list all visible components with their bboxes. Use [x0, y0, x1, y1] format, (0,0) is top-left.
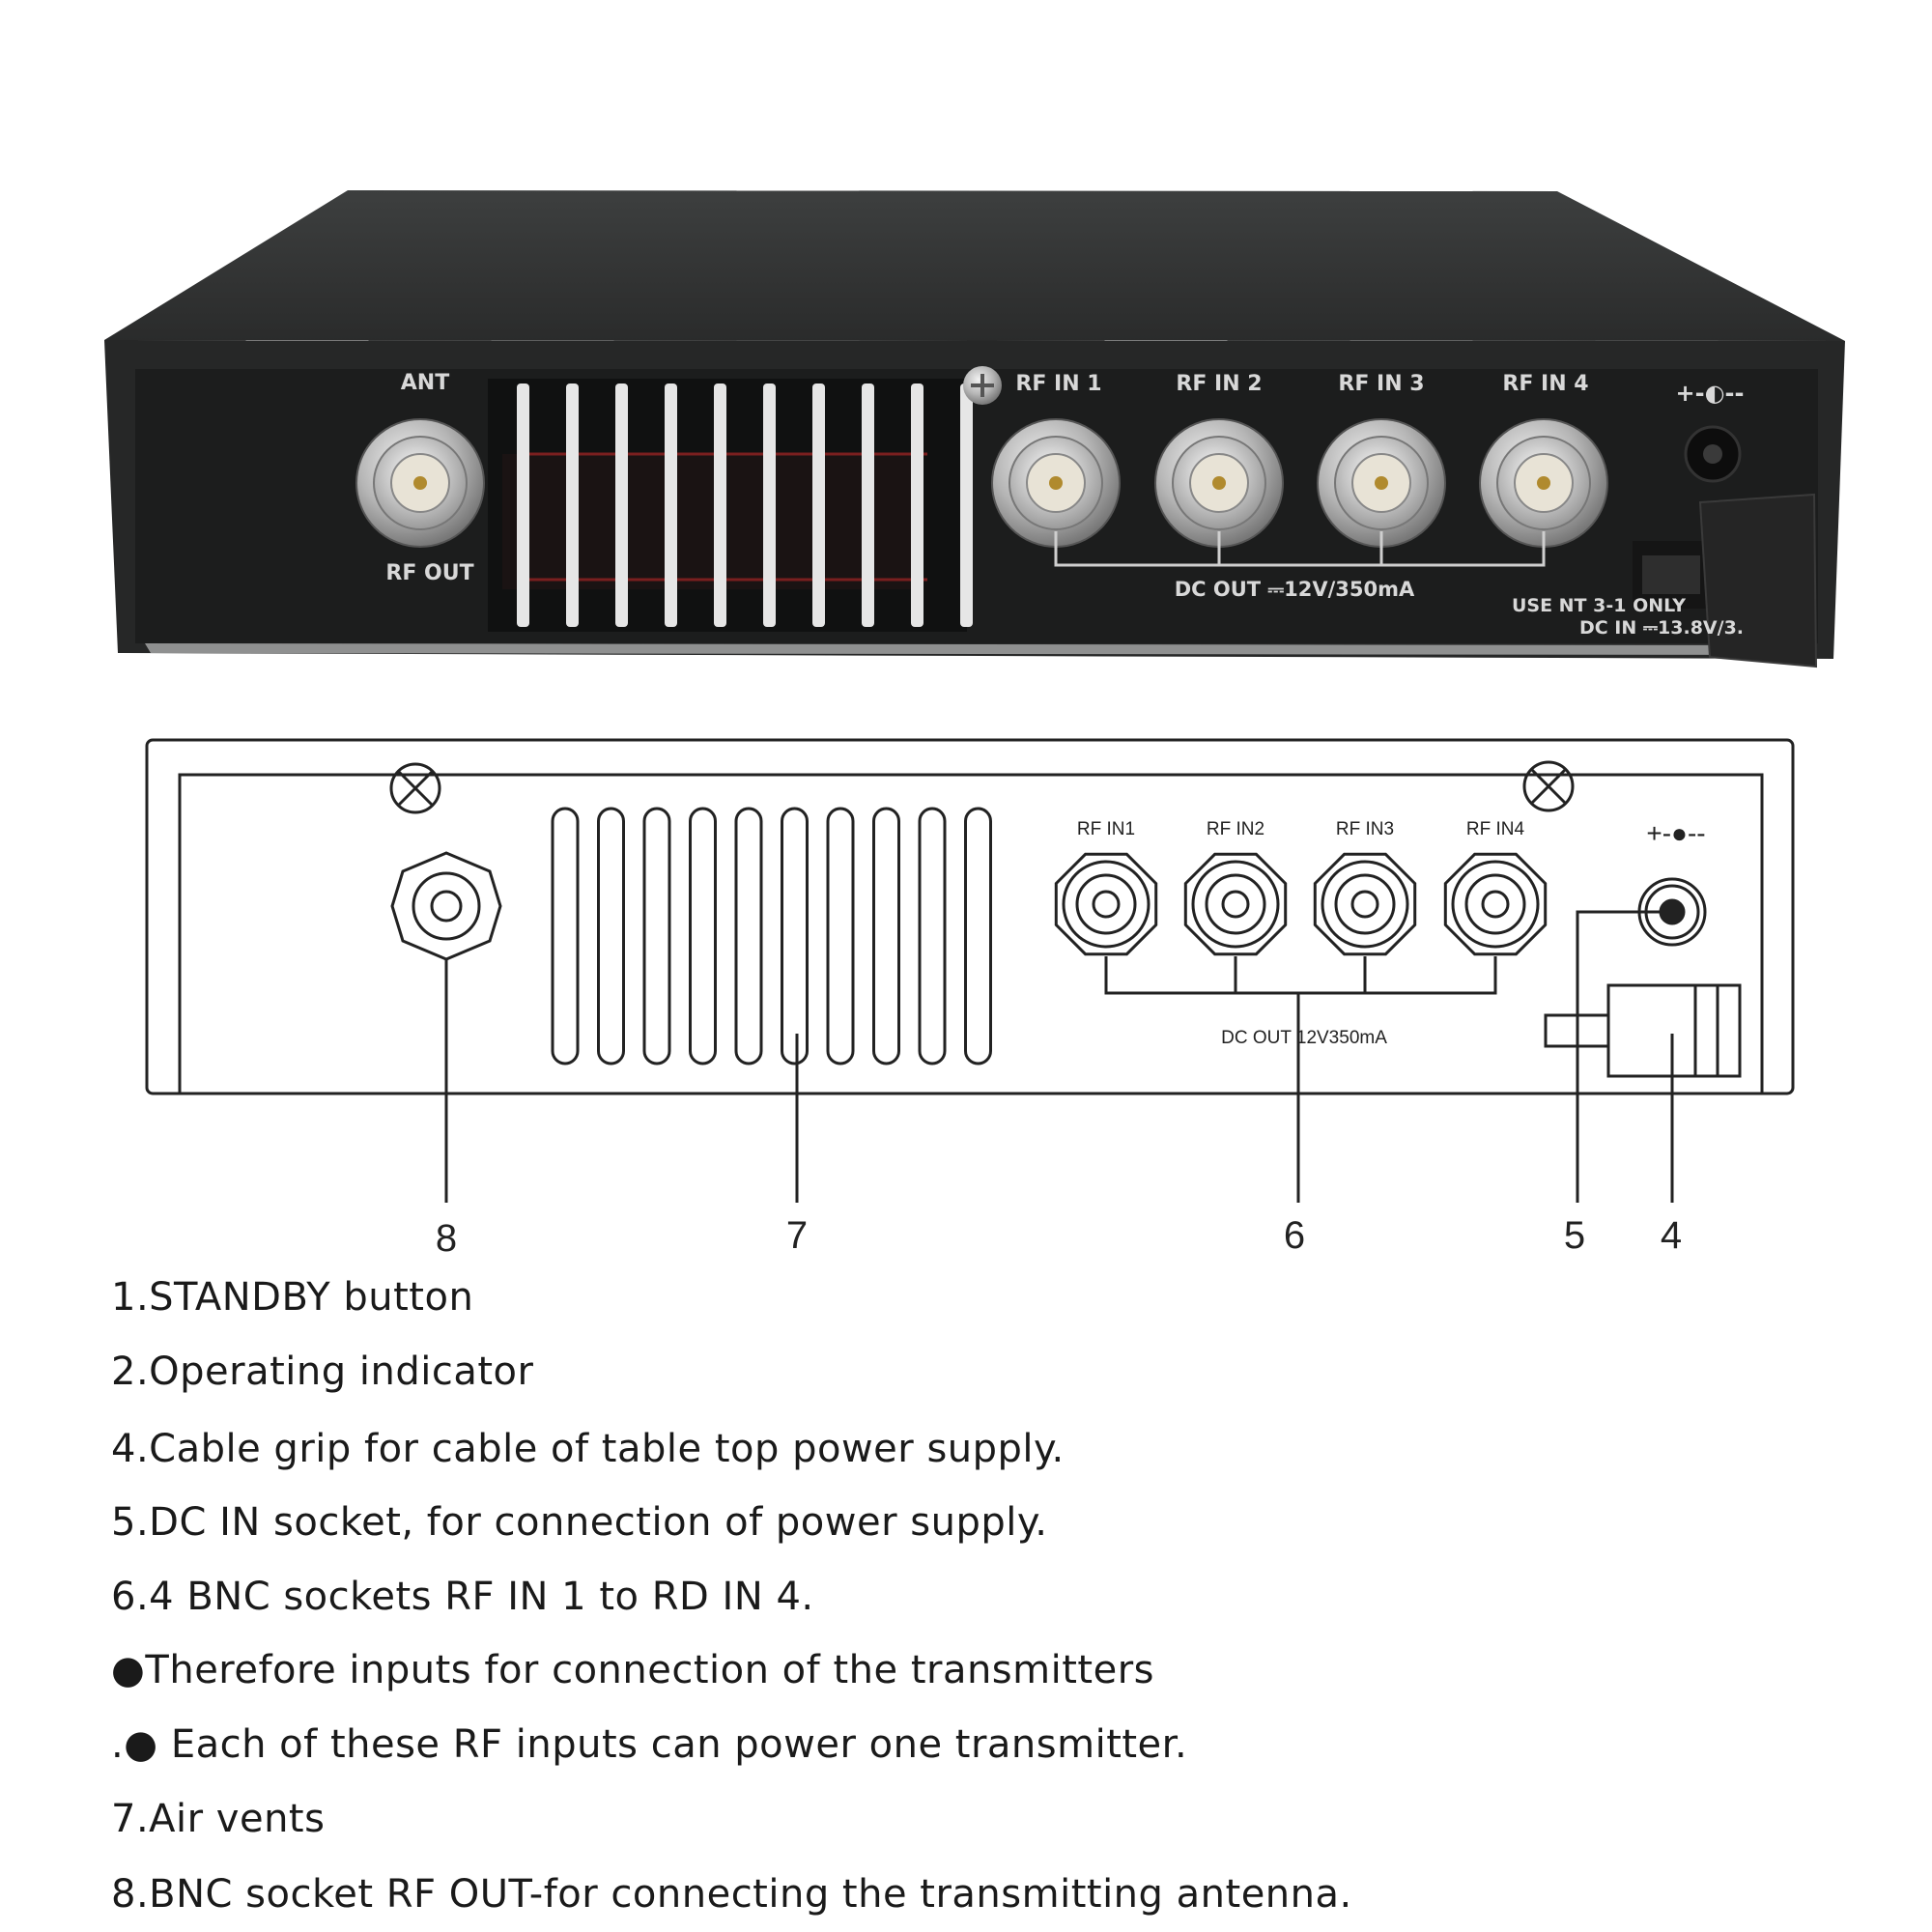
label-rf-in-4: RF IN 4 — [1502, 372, 1588, 396]
vent-slat — [763, 384, 776, 627]
drawing-rf-in-connector — [1313, 852, 1417, 958]
label-use-nt: USE NT 3-1 ONLY — [1512, 595, 1686, 616]
drawing-label-rf-in1: RF IN1 — [1077, 819, 1135, 839]
label-dc-in-photo: DC IN ⎓13.8V/3. — [1579, 617, 1744, 639]
drawing-vent-slot — [826, 807, 855, 1065]
vent-slat — [566, 384, 579, 627]
legend-item-5: 5.DC IN socket, for connection of power … — [111, 1500, 1048, 1545]
drawing-cable-grip — [1544, 983, 1742, 1078]
drawing-vent-slots — [551, 807, 992, 1065]
line-drawing — [145, 738, 1795, 1203]
legend-item-2: 2.Operating indicator — [111, 1350, 534, 1394]
label-rf-in-3: RF IN 3 — [1338, 372, 1424, 396]
legend-item-1: 1.STANDBY button — [111, 1275, 474, 1320]
callout-8: 8 — [436, 1217, 457, 1260]
drawing-label-rf-in4: RF IN4 — [1466, 819, 1525, 839]
bnc-connector-photo — [355, 418, 485, 548]
legend-item-6: 6.4 BNC sockets RF IN 1 to RD IN 4. — [111, 1575, 814, 1619]
cable-grip-photo — [1633, 493, 1818, 668]
vent-slat — [960, 384, 973, 627]
device-photo: ANT RF OUT RF IN 1 RF IN 2 RF IN 3 RF IN… — [104, 190, 1845, 668]
chassis-bottom-edge — [145, 643, 1799, 655]
drawing-screw-left — [389, 762, 441, 814]
vent-slat — [665, 384, 677, 627]
chassis-top — [104, 190, 1845, 341]
drawing-inner-panel — [178, 773, 1764, 1095]
vent-slat — [517, 384, 529, 627]
bnc-connector-photo — [991, 418, 1121, 548]
dc-out-bus-line — [1054, 531, 1546, 567]
bnc-connector-photo — [1154, 418, 1284, 548]
label-polarity-photo: +-◐-- — [1676, 380, 1745, 407]
callout-6: 6 — [1284, 1214, 1305, 1257]
label-rf-out: RF OUT — [385, 561, 473, 585]
vent-slat — [615, 384, 628, 627]
drawing-label-rf-in3: RF IN3 — [1336, 819, 1394, 839]
drawing-rf-out-connector — [390, 851, 502, 961]
drawing-vent-slot — [781, 807, 809, 1065]
drawing-label-dc-out: DC OUT 12V350mA — [1221, 1028, 1387, 1048]
drawing-label-polarity: +-●-- — [1646, 818, 1705, 848]
label-rf-in-2: RF IN 2 — [1176, 372, 1262, 396]
callout-7: 7 — [786, 1214, 808, 1257]
drawing-bnc-connectors — [1054, 852, 1548, 958]
dc-in-jack-photo — [1684, 425, 1742, 483]
drawing-vent-slot — [918, 807, 947, 1065]
vent-slat — [812, 384, 825, 627]
drawing-rf-in-connector — [1054, 852, 1158, 958]
drawing-dc-bus — [1104, 956, 1497, 995]
drawing-rf-in-connector — [1183, 852, 1288, 958]
vent-slat — [862, 384, 874, 627]
legend-item-4: 4.Cable grip for cable of table top powe… — [111, 1427, 1065, 1471]
drawing-vent-slot — [642, 807, 671, 1065]
drawing-label-rf-in2: RF IN2 — [1207, 819, 1264, 839]
drawing-screw-right — [1522, 760, 1575, 812]
drawing-rf-in-connector — [1443, 852, 1548, 958]
drawing-vent-slot — [597, 807, 625, 1065]
drawing-vent-slot — [551, 807, 580, 1065]
vent-slat — [714, 384, 726, 627]
callout-4: 4 — [1661, 1214, 1682, 1257]
legend-item-6-bullet-2: .● Each of these RF inputs can power one… — [111, 1722, 1188, 1767]
drawing-vent-slot — [964, 807, 992, 1065]
drawing-vent-slot — [689, 807, 717, 1065]
legend-item-8: 8.BNC socket RF OUT-for connecting the t… — [111, 1872, 1352, 1917]
drawing-vent-slot — [872, 807, 900, 1065]
panel-screw — [963, 366, 1002, 405]
photo-bnc-connectors — [355, 418, 1608, 548]
label-rf-in-1: RF IN 1 — [1015, 372, 1101, 396]
vent-grill-photo — [488, 379, 973, 632]
legend-item-7: 7.Air vents — [111, 1797, 326, 1841]
leader-5 — [1576, 910, 1672, 1203]
callout-5: 5 — [1564, 1214, 1585, 1257]
label-ant: ANT — [401, 371, 449, 395]
label-dc-out-photo: DC OUT ⎓12V/350mA — [1175, 578, 1415, 601]
legend-item-6-bullet-1: ●Therefore inputs for connection of the … — [111, 1648, 1154, 1692]
drawing-vent-slot — [734, 807, 763, 1065]
bnc-connector-photo — [1479, 418, 1608, 548]
vent-slats — [517, 384, 973, 627]
vent-slat — [911, 384, 923, 627]
bnc-connector-photo — [1317, 418, 1446, 548]
